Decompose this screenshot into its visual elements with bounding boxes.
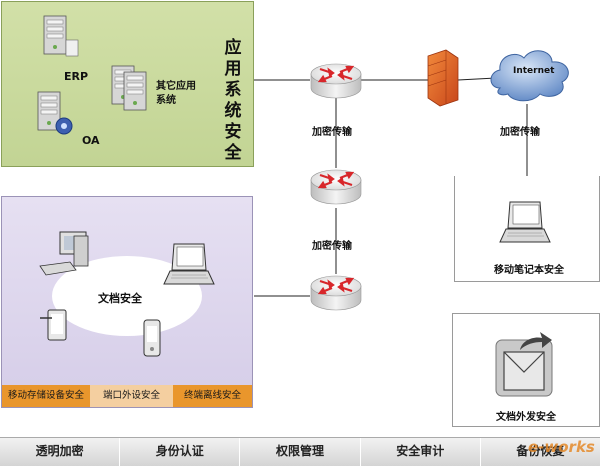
mobile-phone-icon xyxy=(143,319,161,357)
permission-management-item: 权限管理 xyxy=(240,438,361,466)
firewall-icon xyxy=(427,49,459,107)
encrypt-transfer-label-right: 加密传输 xyxy=(500,127,540,138)
document-security-label: 文档安全 xyxy=(98,292,142,305)
backup-recovery-item: 备份恢复 xyxy=(516,444,565,458)
e-works-watermark: e-works xyxy=(528,438,595,456)
encrypt-transfer-label-middle: 加密传输 xyxy=(312,241,352,252)
encrypt-transfer-label-top: 加密传输 xyxy=(312,127,352,138)
mobile-storage-security-cell: 移动存储设备安全 xyxy=(2,385,90,407)
other-apps-label: 其它应用 系统 xyxy=(156,81,196,106)
mobile-laptop-security-label: 移动笔记本安全 xyxy=(494,265,564,276)
erp-label: ERP xyxy=(64,70,89,83)
router-bottom-icon xyxy=(309,274,363,312)
security-audit-item: 安全审计 xyxy=(361,438,481,466)
document-export-icon xyxy=(495,332,553,397)
desktop-computer-icon xyxy=(39,231,89,276)
transparent-encryption-item: 透明加密 xyxy=(0,438,121,466)
security-functions-bar: 透明加密 身份认证 权限管理 安全审计 备份恢复 xyxy=(0,437,600,466)
other-apps-server-icon xyxy=(111,65,147,111)
identity-authentication-item: 身份认证 xyxy=(120,438,241,466)
tablet-icon xyxy=(40,309,67,341)
laptop-icon xyxy=(163,243,215,285)
oa-label: OA xyxy=(82,134,100,147)
router-top-icon xyxy=(309,62,363,100)
router-middle-icon xyxy=(309,168,363,206)
application-security-title: 应用系统安全 xyxy=(224,38,242,163)
document-export-security-label: 文档外发安全 xyxy=(496,412,556,423)
oa-server-icon xyxy=(37,91,73,135)
internet-cloud-icon xyxy=(490,50,569,102)
internet-label: Internet xyxy=(513,66,555,76)
port-peripheral-security-cell: 端口外设安全 xyxy=(90,385,173,407)
mobile-laptop-icon xyxy=(499,201,551,243)
offline-terminal-security-cell: 终端离线安全 xyxy=(173,385,252,407)
erp-server-icon xyxy=(43,15,79,57)
